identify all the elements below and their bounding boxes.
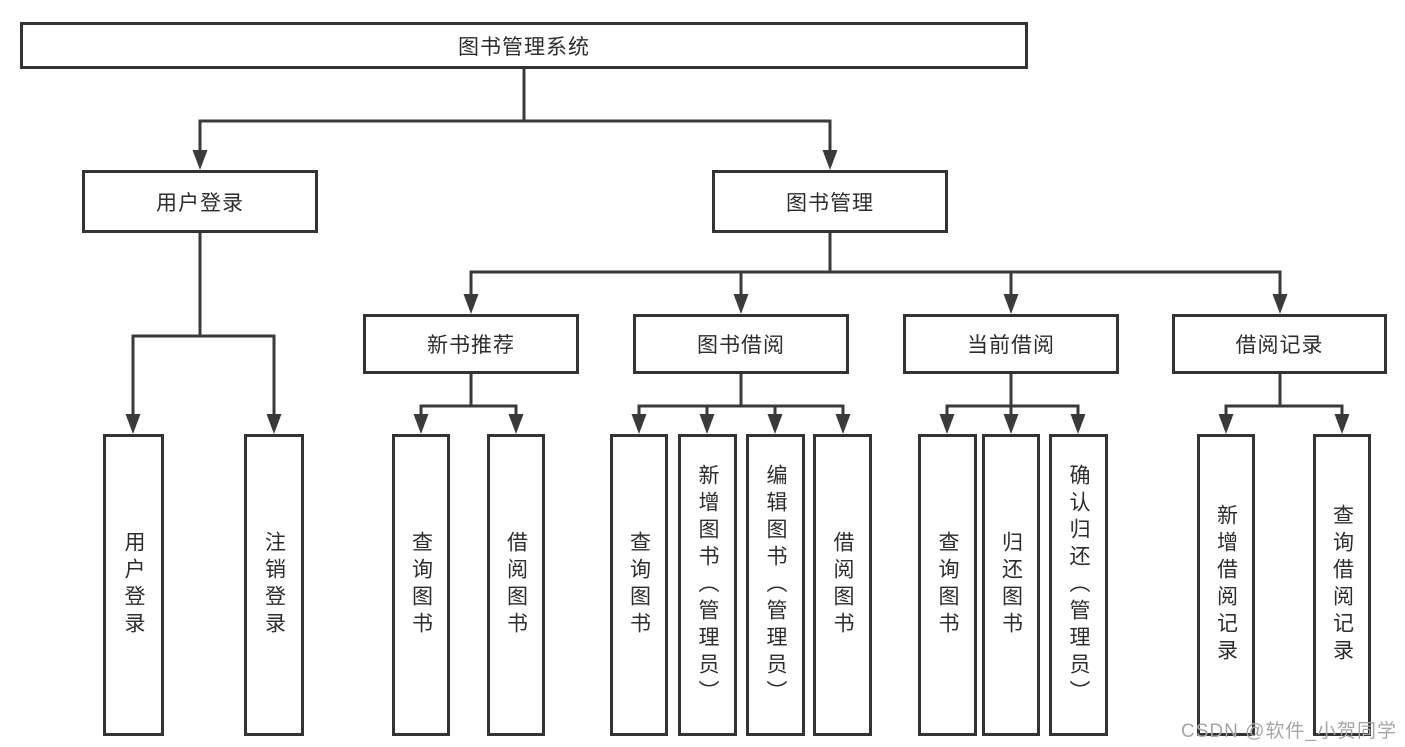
node-current-borrowing-label: 当前借阅 <box>967 334 1055 357</box>
node-new-book-recommendation: 新书推荐 <box>363 314 579 374</box>
node-user-login: 用户登录 <box>82 170 318 233</box>
leaf-query-books-borrowing: 查询图书 <box>610 434 668 736</box>
leaf-query-books-borrowing-label: 查询图书 <box>627 531 651 639</box>
leaf-return-books-label: 归还图书 <box>999 531 1023 639</box>
arrow-down-icon <box>1218 414 1234 434</box>
leaf-query-books-recommend-label: 查询图书 <box>409 531 433 639</box>
node-book-borrowing: 图书借阅 <box>633 314 849 374</box>
connector-current-to-leaves <box>939 374 1086 434</box>
leaf-query-books-current-label: 查询图书 <box>936 531 959 639</box>
arrow-down-icon <box>822 150 838 170</box>
leaf-borrow-books-recommend-label: 借阅图书 <box>504 531 528 639</box>
leaf-return-books: 归还图书 <box>982 434 1040 736</box>
arrow-down-icon <box>1334 414 1350 434</box>
arrow-down-icon <box>1003 414 1019 434</box>
node-current-borrowing: 当前借阅 <box>903 314 1119 374</box>
leaf-add-books-admin-label: 新增图书（管理员） <box>696 463 719 707</box>
leaf-confirm-return-admin: 确认归还（管理员） <box>1049 434 1108 736</box>
node-user-login-label: 用户登录 <box>156 191 244 215</box>
arrow-down-icon <box>125 414 141 434</box>
node-book-management: 图书管理 <box>712 170 948 233</box>
connector-book-management-to-level3 <box>463 233 1288 314</box>
leaf-user-login-label: 用户登录 <box>122 531 145 639</box>
arrow-down-icon <box>939 414 955 434</box>
leaf-logout-label: 注销登录 <box>262 531 286 639</box>
leaf-logout: 注销登录 <box>244 434 304 736</box>
connector-new-books-to-leaves <box>413 374 524 434</box>
leaf-borrow-books-recommend: 借阅图书 <box>487 434 545 736</box>
leaf-user-login: 用户登录 <box>103 434 164 736</box>
arrow-down-icon <box>733 294 749 314</box>
leaf-edit-books-admin: 编辑图书（管理员） <box>746 434 805 736</box>
arrow-down-icon <box>192 150 208 170</box>
leaf-confirm-return-admin-label: 确认归还（管理员） <box>1067 463 1090 707</box>
leaf-edit-books-admin-label: 编辑图书（管理员） <box>764 463 787 707</box>
node-book-management-label: 图书管理 <box>786 191 874 215</box>
arrow-down-icon <box>508 414 524 434</box>
arrow-down-icon <box>1003 294 1019 314</box>
connector-root-to-level2 <box>192 69 838 170</box>
leaf-borrow-books-label: 借阅图书 <box>831 531 854 639</box>
arrow-down-icon <box>631 414 647 434</box>
arrow-down-icon <box>835 414 851 434</box>
arrow-down-icon <box>1070 414 1086 434</box>
arrow-down-icon <box>266 414 282 434</box>
arrow-down-icon <box>463 294 479 314</box>
arrow-down-icon <box>1272 294 1288 314</box>
leaf-borrow-books: 借阅图书 <box>813 434 872 736</box>
node-root: 图书管理系统 <box>20 22 1028 69</box>
node-borrowing-records: 借阅记录 <box>1172 314 1387 374</box>
leaf-query-borrow-record: 查询借阅记录 <box>1313 434 1371 736</box>
arrow-down-icon <box>413 414 429 434</box>
node-new-book-recommendation-label: 新书推荐 <box>427 334 515 357</box>
leaf-add-borrow-record: 新增借阅记录 <box>1197 434 1255 736</box>
connector-records-to-leaves <box>1218 374 1350 434</box>
connector-user-login-to-leaves <box>125 233 282 434</box>
leaf-query-borrow-record-label: 查询借阅记录 <box>1330 504 1354 666</box>
leaf-query-books-current: 查询图书 <box>918 434 977 736</box>
leaf-add-books-admin: 新增图书（管理员） <box>678 434 737 736</box>
arrow-down-icon <box>699 414 715 434</box>
node-root-label: 图书管理系统 <box>458 35 590 59</box>
node-borrowing-records-label: 借阅记录 <box>1235 334 1324 357</box>
leaf-query-books-recommend: 查询图书 <box>392 434 450 736</box>
connector-borrowing-to-leaves <box>631 374 851 434</box>
node-book-borrowing-label: 图书借阅 <box>697 334 785 357</box>
csdn-watermark: CSDN @软件_小贺同学 <box>1181 721 1397 742</box>
arrow-down-icon <box>767 414 783 434</box>
leaf-add-borrow-record-label: 新增借阅记录 <box>1214 504 1238 666</box>
